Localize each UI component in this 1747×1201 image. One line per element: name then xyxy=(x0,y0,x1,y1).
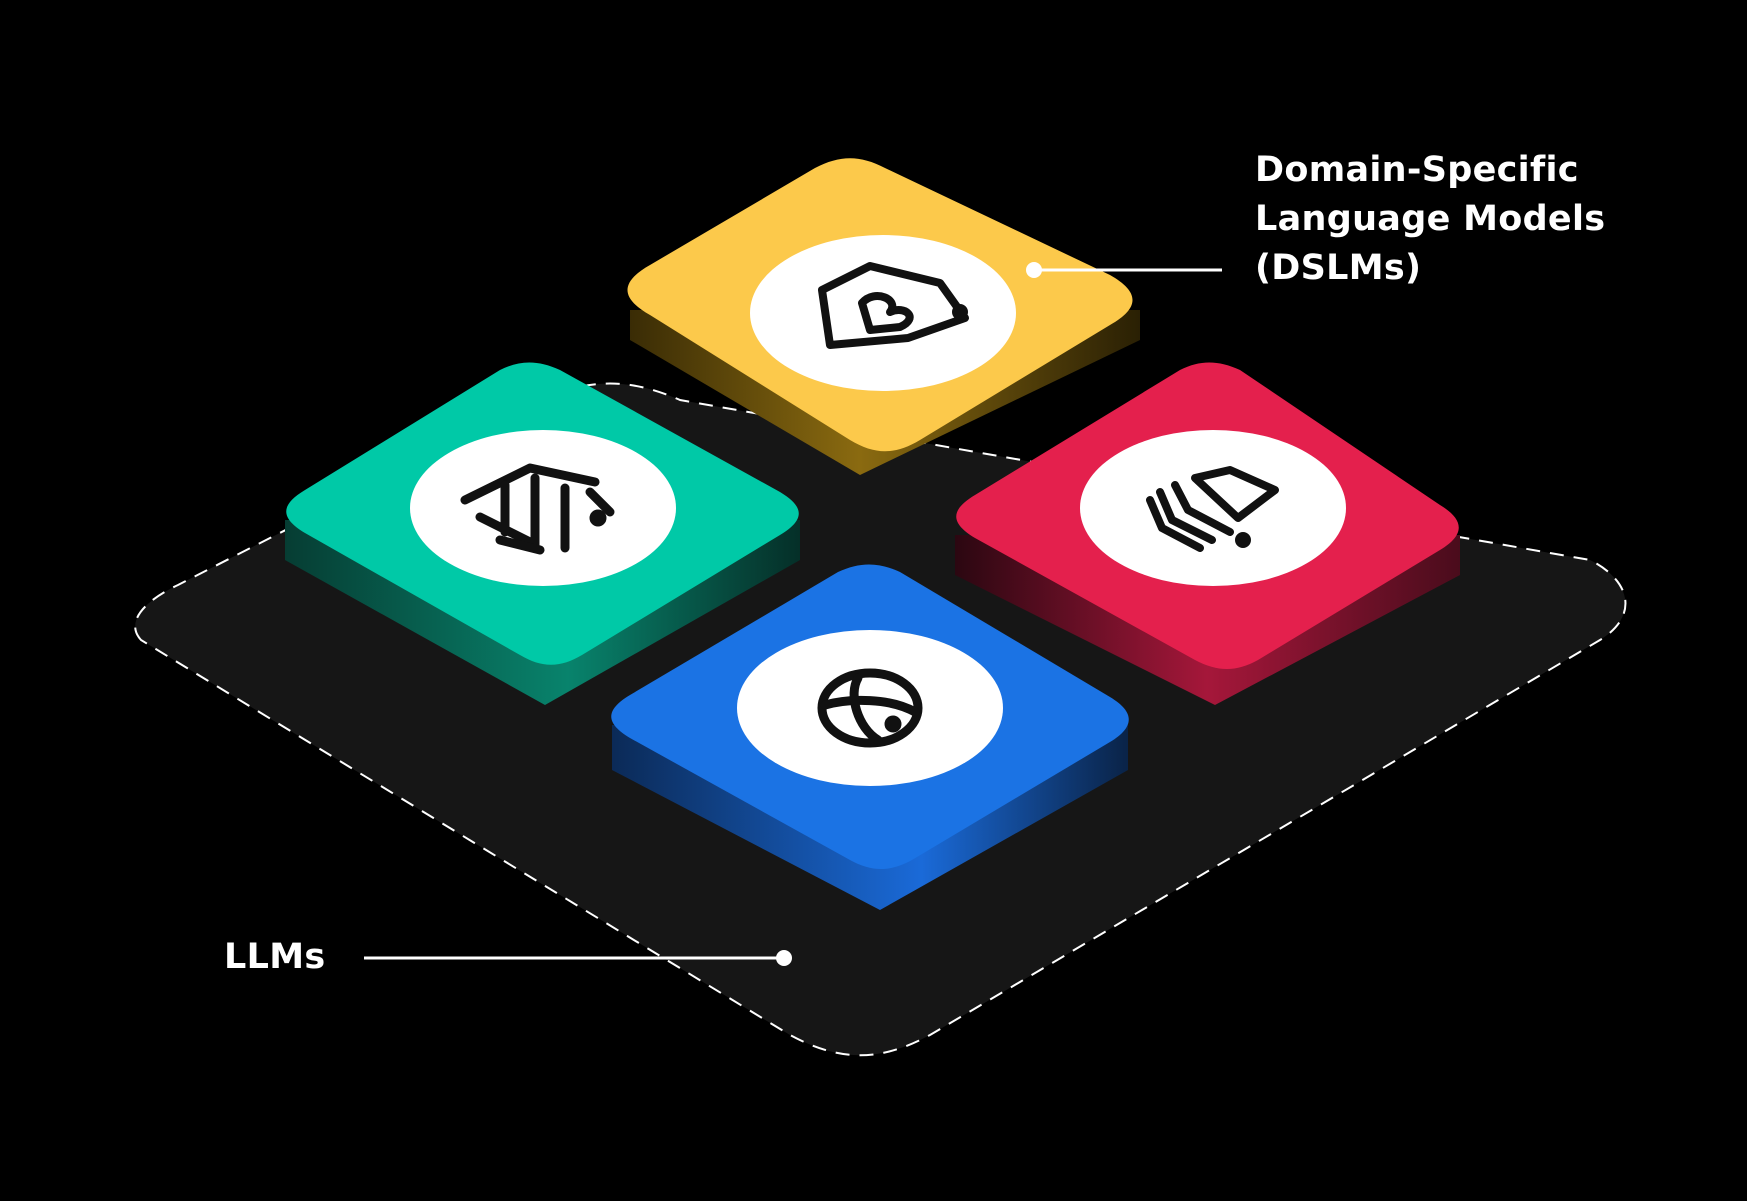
llm-label: LLMs xyxy=(224,937,326,977)
dslm-label-line: (DSLMs) xyxy=(1255,248,1422,288)
dslm-label-line: Language Models xyxy=(1255,199,1606,239)
dslm-leader xyxy=(1026,262,1222,278)
disc xyxy=(410,430,676,586)
shield-heart-icon xyxy=(818,262,969,349)
tile-red xyxy=(955,362,1460,705)
disc xyxy=(750,235,1016,391)
llm-leader-dot xyxy=(776,950,792,966)
disc xyxy=(1080,430,1346,586)
dslm-leader-dot xyxy=(1026,262,1042,278)
llm-leader xyxy=(364,950,792,966)
stacked-layers-icon xyxy=(1146,466,1279,552)
tile-yellow xyxy=(627,158,1140,475)
tile-blue xyxy=(611,564,1129,910)
globe-icon xyxy=(817,668,923,748)
disc xyxy=(737,630,1003,786)
dslm-label-line: Domain-Specific xyxy=(1255,150,1579,190)
dslm-label: Domain-Specific Language Models (DSLMs) xyxy=(1255,146,1605,293)
bank-building-icon xyxy=(460,463,615,555)
tile-teal xyxy=(285,362,800,705)
